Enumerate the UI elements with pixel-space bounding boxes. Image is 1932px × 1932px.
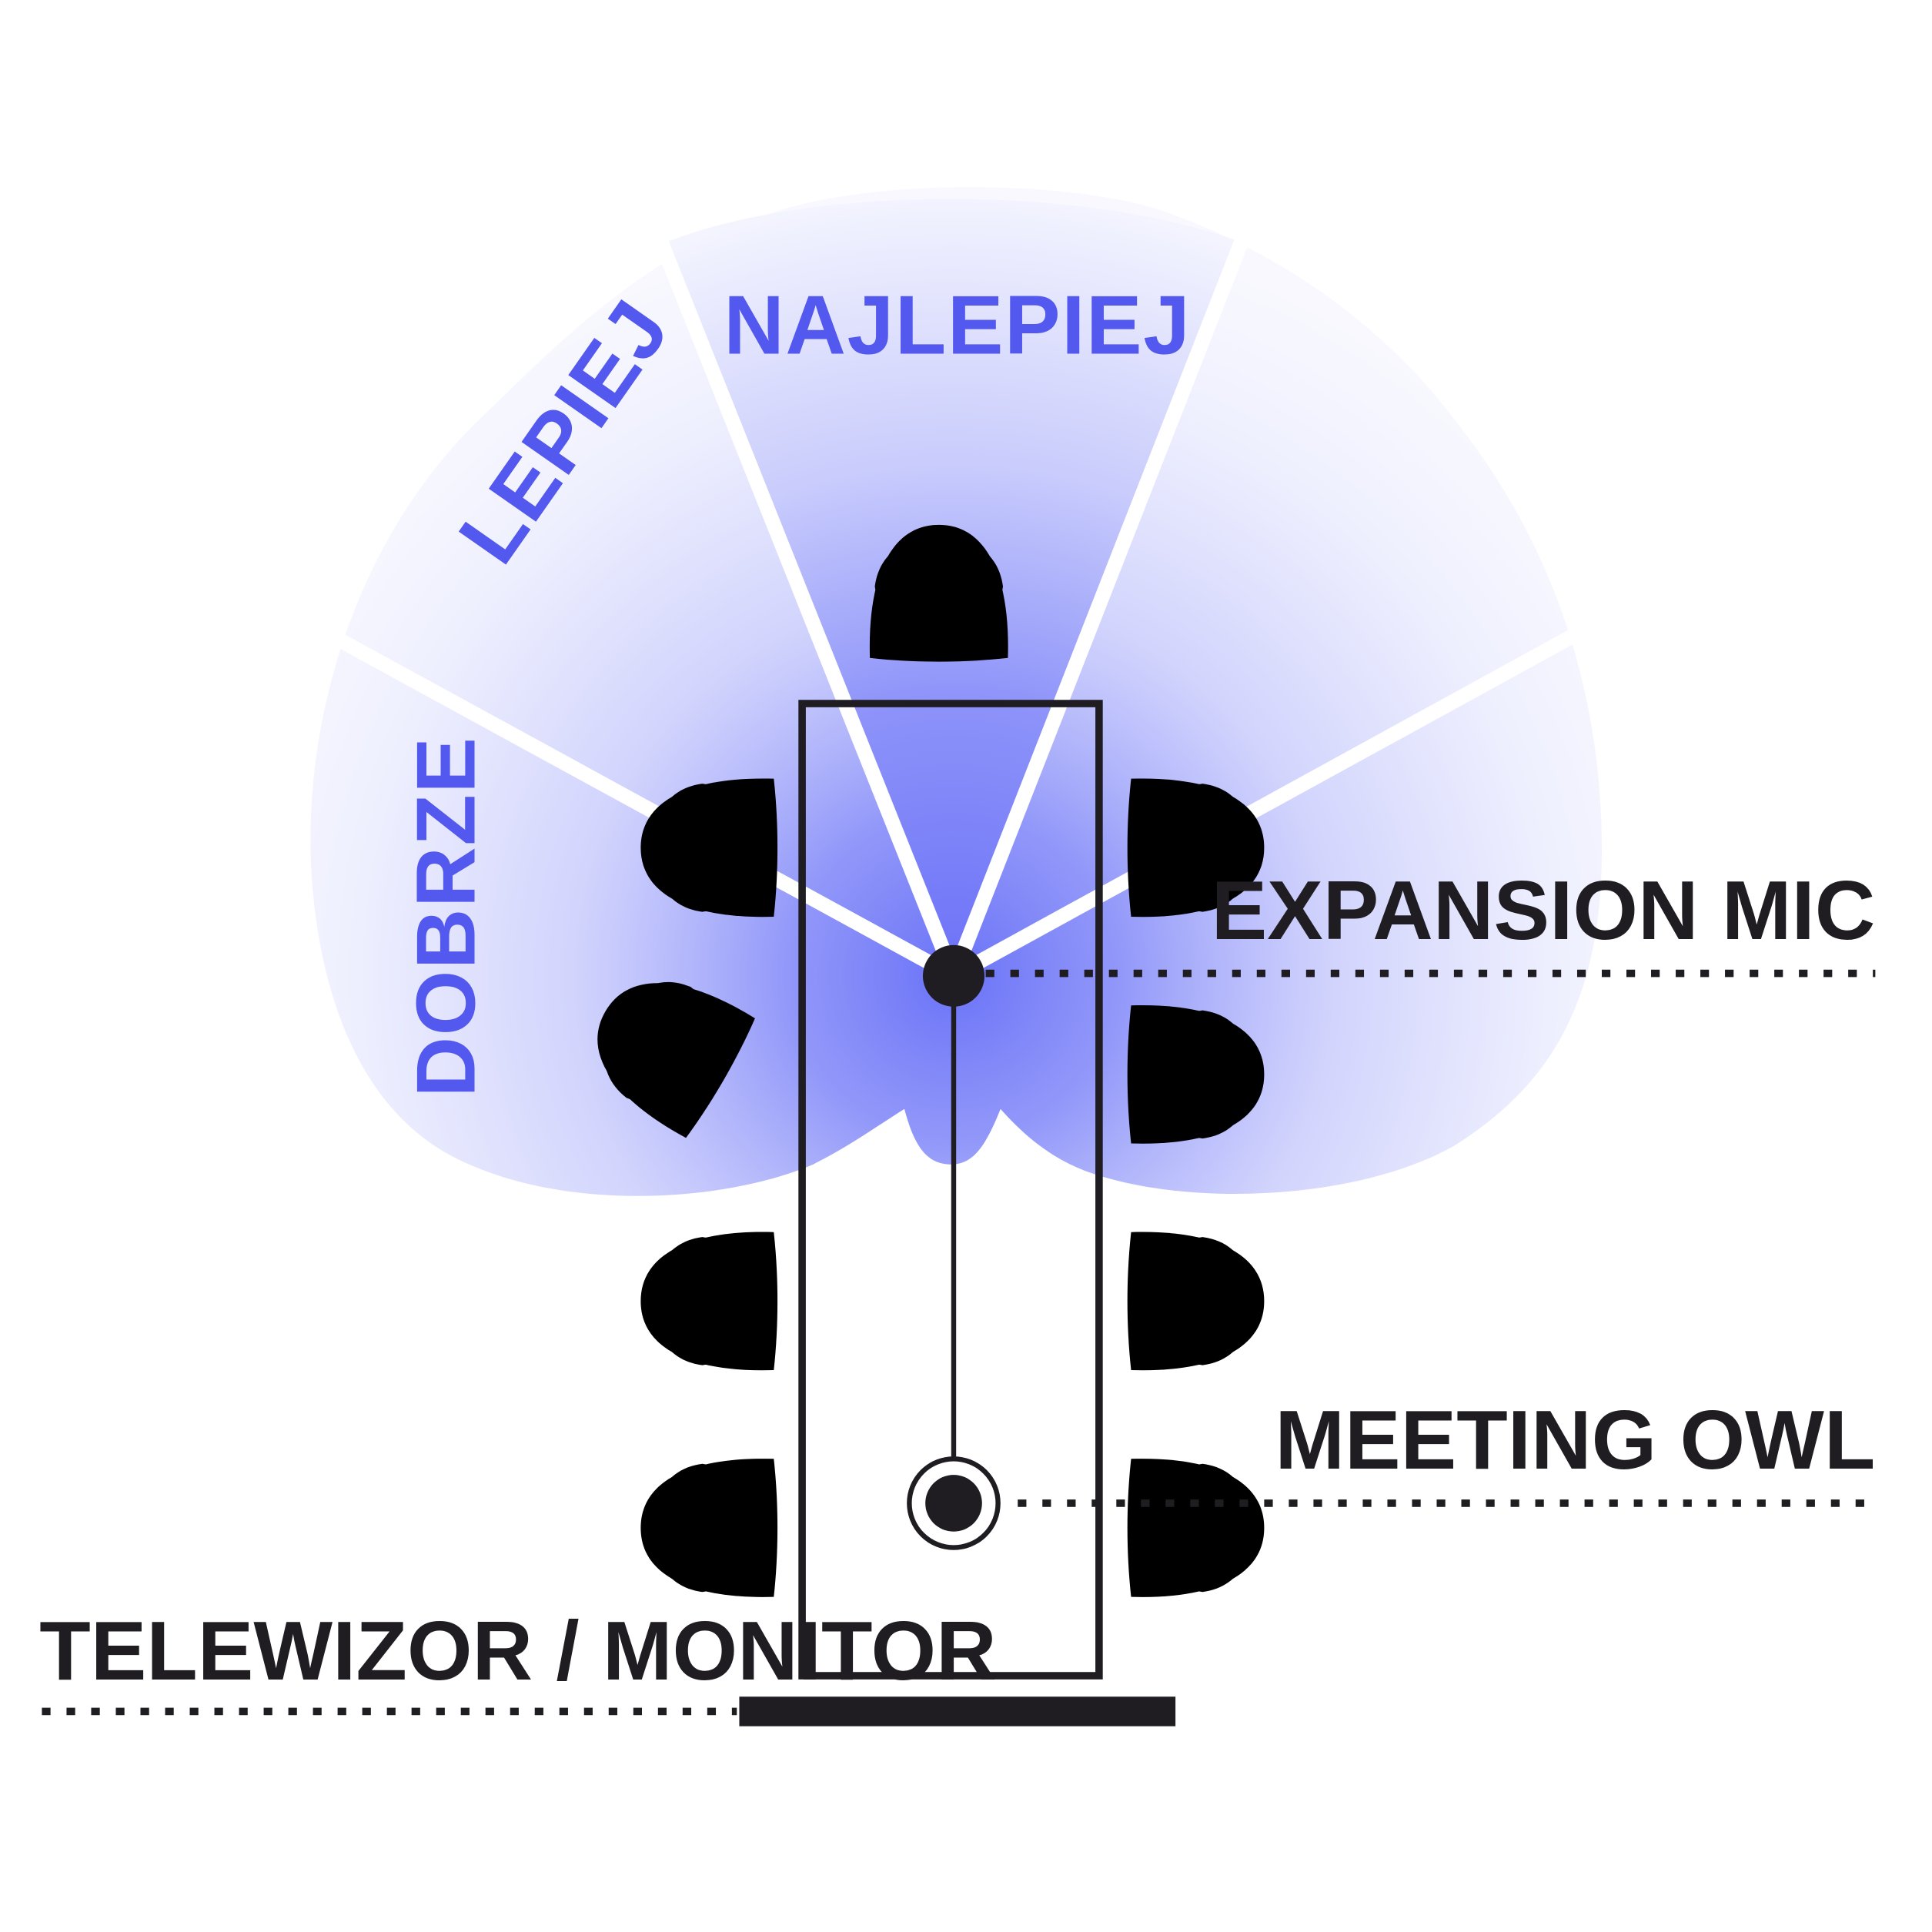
chair-right-3 <box>1127 1232 1265 1371</box>
chair-left-3 <box>640 1232 778 1371</box>
chair-right-4 <box>1127 1459 1265 1597</box>
zone-divider-left-outer <box>319 624 958 983</box>
tv-monitor-bar <box>739 1696 1176 1726</box>
tv-monitor-label: TELEWIZOR / MONITOR <box>39 1604 997 1698</box>
expansion-mic-icon <box>922 944 985 1007</box>
conference-table <box>798 700 1103 1680</box>
chair-left-4 <box>640 1459 778 1597</box>
meeting-owl-icon <box>907 1456 1001 1550</box>
zone-label-best: NAJLEPIEJ <box>724 278 1191 372</box>
meeting-owl-label: MEETING OWL <box>1275 1393 1875 1487</box>
zone-divider-right-outer <box>950 624 1586 983</box>
zone-divider-left-inner <box>653 237 961 979</box>
zone-label-good: DOBRZE <box>399 736 493 1097</box>
zone-divider-right-inner <box>947 237 1249 979</box>
expansion-mic-label: EXPANSION MIC <box>1212 864 1876 958</box>
